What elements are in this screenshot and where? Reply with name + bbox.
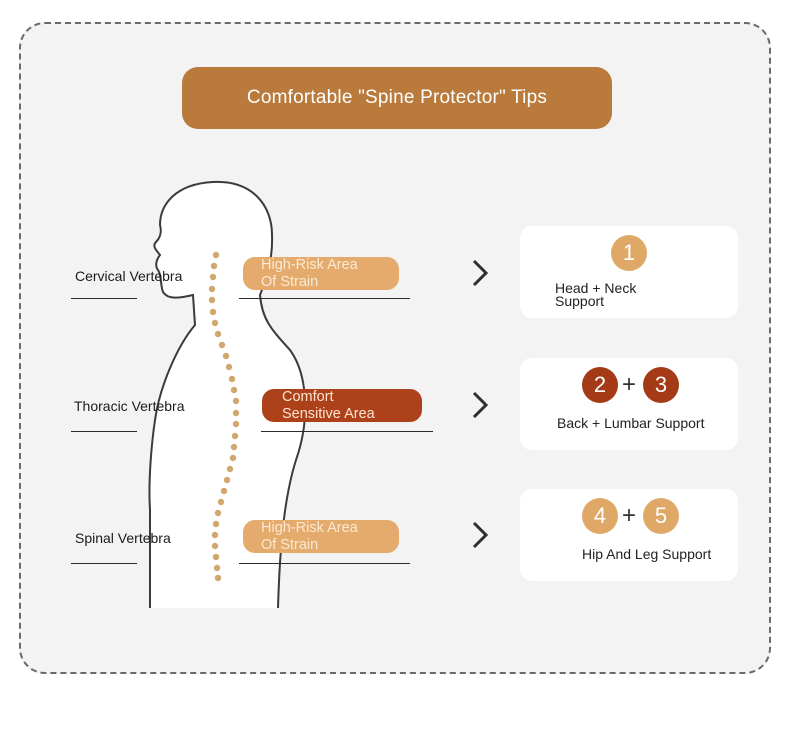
zone-line2: Of Strain: [261, 273, 319, 290]
body-outline: [148, 180, 307, 609]
spinal-underline: [71, 563, 137, 564]
number-badge-4: 4: [582, 498, 618, 534]
chevron-right-icon: [472, 521, 489, 549]
zone-line1: High-Risk Area: [261, 519, 358, 536]
support-panel-head-neck: 1 Head + Neck Support: [520, 226, 738, 318]
support-panel-hip-leg: 4 + 5 Hip And Leg Support: [520, 489, 738, 581]
zone-line2: Of Strain: [261, 536, 319, 553]
thoracic-vertebra-label: Thoracic Vertebra: [74, 398, 185, 414]
zone-underline-lower: [239, 563, 410, 564]
cervical-vertebra-label: Cervical Vertebra: [75, 268, 183, 284]
zone-line1: High-Risk Area: [261, 256, 358, 273]
support-panel-back-lumbar: 2 + 3 Back + Lumbar Support: [520, 358, 738, 450]
number-badge-3: 3: [643, 367, 679, 403]
chevron-right-icon: [472, 391, 489, 419]
title-text: Comfortable "Spine Protector" Tips: [246, 87, 548, 108]
number-badge-1: 1: [611, 235, 647, 271]
spine-dots: [208, 251, 240, 582]
spinal-vertebra-label: Spinal Vertebra: [75, 530, 171, 546]
chevron-right-icon: [472, 259, 489, 287]
number-badge-5: 5: [643, 498, 679, 534]
zone-pill-high-risk-upper: High-Risk Area Of Strain: [243, 257, 399, 290]
plus-sign: +: [622, 502, 637, 529]
support-text-line1: Head + Neck: [555, 280, 637, 296]
zone-pill-comfort: Comfort Sensitive Area: [262, 389, 422, 422]
support-text-line2: Support: [555, 293, 605, 309]
zone-underline-middle: [261, 431, 433, 432]
title-banner: Comfortable "Spine Protector" Tips: [182, 67, 612, 129]
number-badge-2: 2: [582, 367, 618, 403]
zone-underline-upper: [239, 298, 410, 299]
support-text: Hip And Leg Support: [582, 546, 712, 562]
zone-pill-high-risk-lower: High-Risk Area Of Strain: [243, 520, 399, 553]
cervical-underline: [71, 298, 137, 299]
support-text: Back + Lumbar Support: [557, 415, 705, 431]
plus-sign: +: [622, 371, 637, 398]
zone-line1: Comfort: [282, 388, 334, 405]
thoracic-underline: [71, 431, 137, 432]
zone-line2: Sensitive Area: [282, 405, 375, 422]
